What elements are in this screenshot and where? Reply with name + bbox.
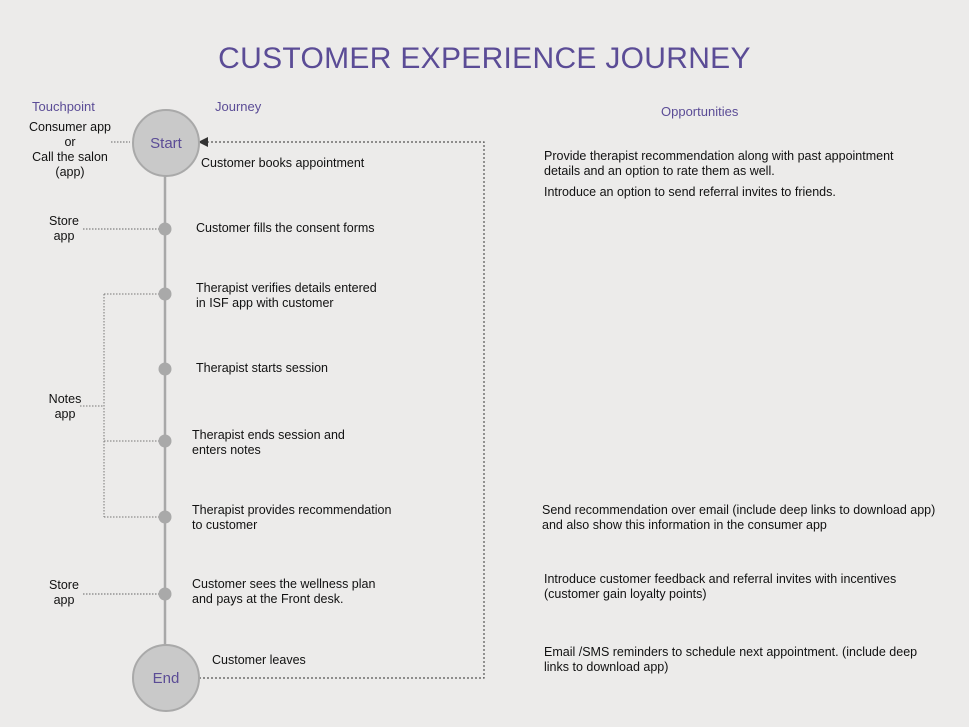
return-loop-line: [199, 141, 485, 679]
journey-step: Customer leaves: [212, 653, 306, 667]
touchpoint-header: Touchpoint: [32, 99, 95, 114]
journey-header: Journey: [215, 99, 262, 114]
end-node: End: [132, 644, 200, 712]
opportunity-item: Introduce an option to send referral inv…: [544, 185, 836, 199]
opportunity-item: Introduce customer feedback and referral…: [544, 572, 897, 601]
opportunity-item: Provide therapist recommendation along w…: [544, 149, 894, 178]
journey-step: Therapist verifies details entered in IS…: [196, 281, 377, 310]
opportunity-item: Email /SMS reminders to schedule next ap…: [544, 645, 918, 674]
step-node: [158, 362, 172, 376]
journey-step: Customer fills the consent forms: [196, 221, 375, 235]
journey-step: Customer sees the wellness plan and pays…: [192, 577, 376, 606]
journey-step: Therapist provides recommendation to cus…: [192, 503, 392, 532]
step-node: [158, 287, 172, 301]
opportunities-header: Opportunities: [661, 104, 739, 119]
touchpoint-notes-app: Notes app: [48, 392, 82, 421]
step-node: [158, 587, 172, 601]
touchpoint-store-app-2: Store app: [49, 578, 79, 607]
step-node: [158, 510, 172, 524]
journey-step: Customer books appointment: [201, 156, 365, 170]
arrowhead-icon: [198, 137, 208, 147]
touchpoint-consumer-app: Consumer app or Call the salon (app): [29, 120, 111, 179]
step-node: [158, 434, 172, 448]
page-title: CUSTOMER EXPERIENCE JOURNEY: [218, 42, 751, 75]
start-node: Start: [132, 109, 200, 177]
journey-step: Therapist starts session: [196, 361, 328, 375]
step-node: [158, 222, 172, 236]
opportunity-item: Send recommendation over email (include …: [542, 503, 936, 532]
touchpoint-store-app: Store app: [49, 214, 79, 243]
journey-step: Therapist ends session and enters notes: [192, 428, 345, 457]
